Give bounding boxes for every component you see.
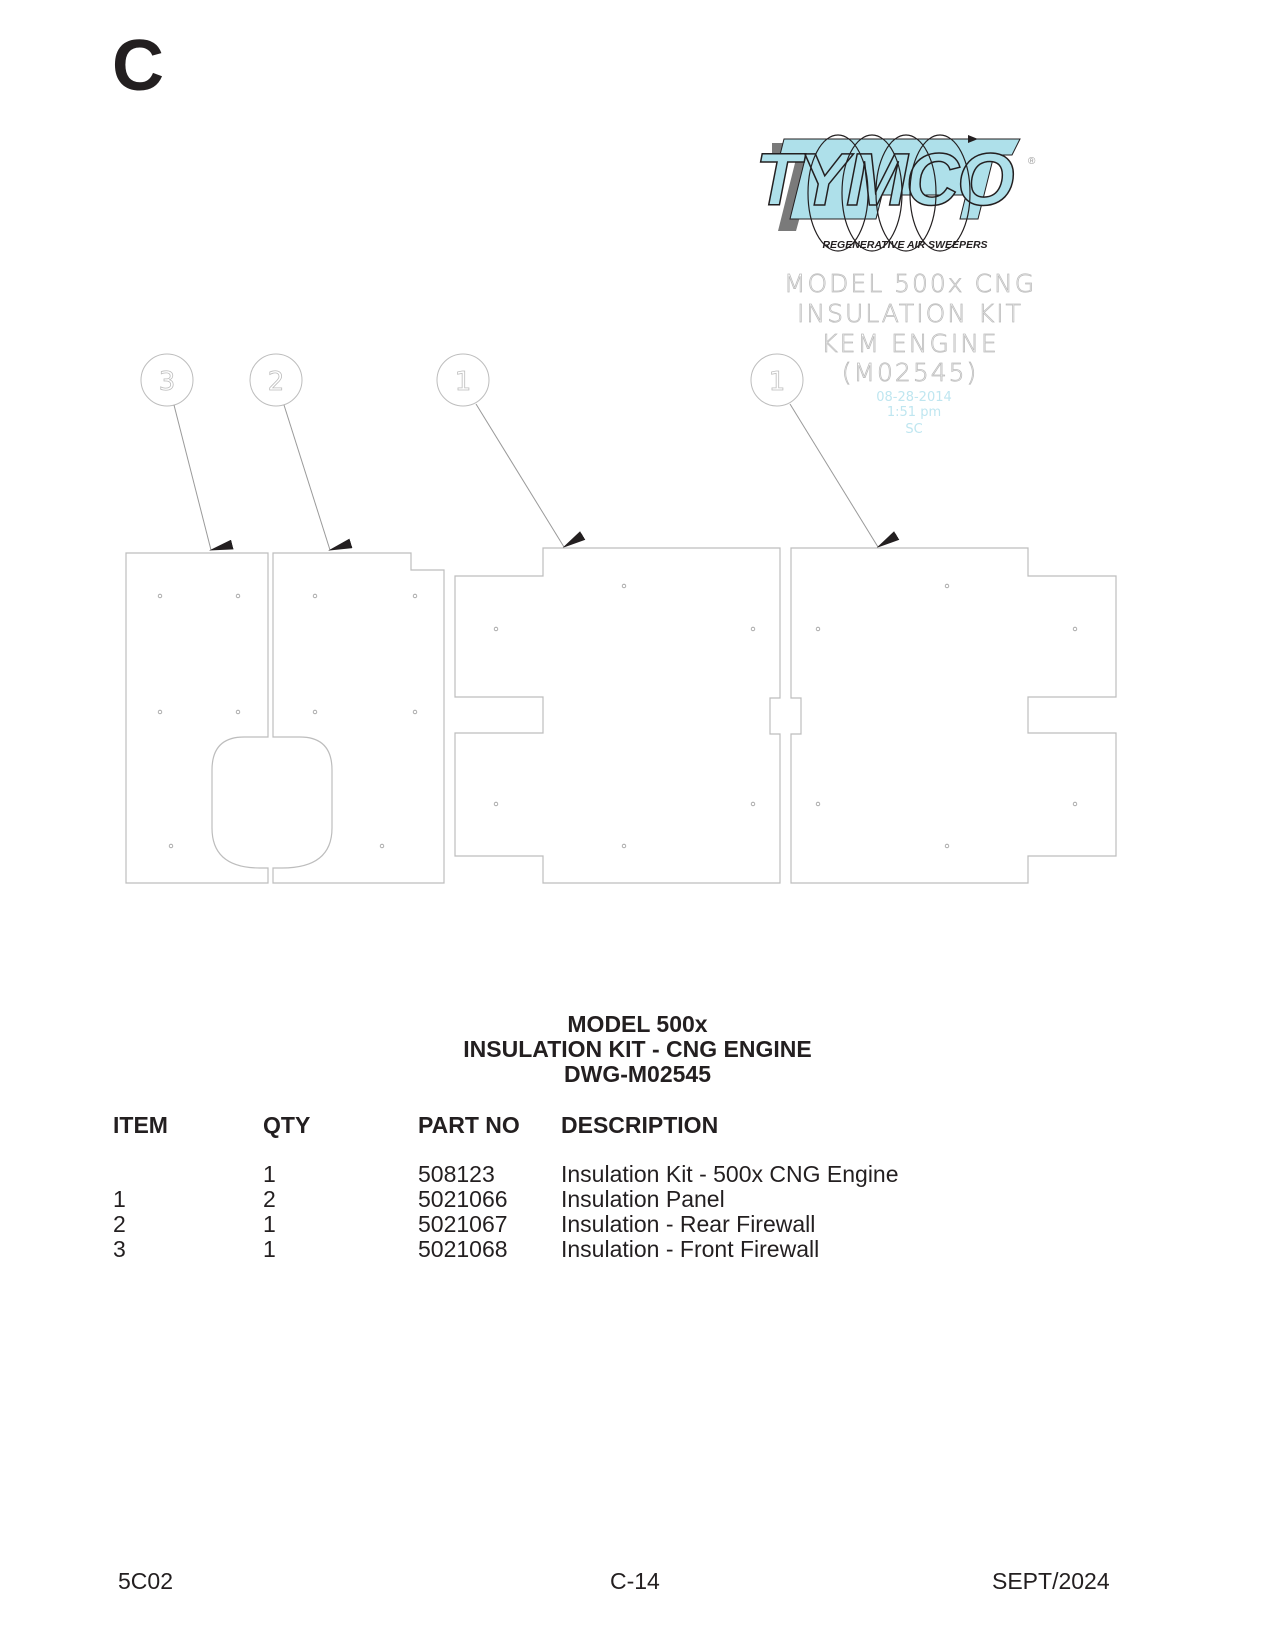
callout-1-right: 1 <box>750 353 900 549</box>
footer-page-number: C-14 <box>610 1568 660 1594</box>
mounting-holes <box>157 583 1078 849</box>
cell-item: 3 <box>113 1236 126 1262</box>
header-description: DESCRIPTION <box>561 1112 719 1138</box>
svg-text:3: 3 <box>159 367 176 397</box>
callout-2: 2 <box>249 353 353 551</box>
svg-text:TYMCO: TYMCO <box>755 138 1014 221</box>
title-drawing-number: DWG-M02545 <box>564 1061 711 1087</box>
svg-text:1:51 pm: 1:51 pm <box>887 405 941 420</box>
svg-text:REGENERATIVE AIR SWEEPERS: REGENERATIVE AIR SWEEPERS <box>822 239 987 251</box>
svg-text:®: ® <box>1028 156 1036 167</box>
title-model: MODEL 500x <box>567 1011 708 1037</box>
cell-qty: 1 <box>263 1236 276 1262</box>
cell-item: 1 <box>113 1186 126 1212</box>
cell-description: Insulation Kit - 500x CNG Engine <box>561 1161 899 1187</box>
header-qty: QTY <box>263 1112 311 1138</box>
cell-part-no: 5021068 <box>418 1236 508 1262</box>
cell-qty: 2 <box>263 1186 276 1212</box>
front-firewall-outline <box>125 552 269 884</box>
svg-text:1: 1 <box>769 367 786 397</box>
svg-text:1: 1 <box>455 367 472 397</box>
table-row: 3 1 5021068 Insulation - Front Firewall <box>113 1237 1013 1262</box>
title-block: MODEL 500x INSULATION KIT - CNG ENGINE D… <box>0 1012 1275 1087</box>
cell-part-no: 508123 <box>418 1161 495 1187</box>
cell-item: 2 <box>113 1211 126 1237</box>
drawing-timestamp: 08-28-2014 1:51 pm SC <box>876 390 952 437</box>
cell-description: Insulation Panel <box>561 1186 725 1212</box>
technical-drawing: TYMCO ® REGENERATIVE AIR SWEEPERS MODEL … <box>125 134 1117 884</box>
table-row: 1 508123 Insulation Kit - 500x CNG Engin… <box>113 1162 1013 1187</box>
svg-text:08-28-2014: 08-28-2014 <box>876 390 952 405</box>
insulation-panel-left-outline <box>454 547 781 884</box>
section-letter: C <box>112 26 164 106</box>
title-kit: INSULATION KIT - CNG ENGINE <box>463 1036 812 1062</box>
cell-part-no: 5021067 <box>418 1211 508 1237</box>
insulation-panel-right-outline <box>790 547 1117 884</box>
cell-description: Insulation - Rear Firewall <box>561 1211 816 1237</box>
cell-description: Insulation - Front Firewall <box>561 1236 820 1262</box>
svg-text:KEM ENGINE: KEM ENGINE <box>821 329 998 358</box>
drawing-stamp: MODEL 500x CNG INSULATION KIT KEM ENGINE… <box>784 269 1036 388</box>
callout-3: 3 <box>140 353 234 551</box>
table-row: 2 1 5021067 Insulation - Rear Firewall <box>113 1212 1013 1237</box>
svg-text:MODEL 500x CNG: MODEL 500x CNG <box>784 269 1036 298</box>
table-row: 1 2 5021066 Insulation Panel <box>113 1187 1013 1212</box>
tymco-logo: TYMCO ® REGENERATIVE AIR SWEEPERS <box>755 134 1036 252</box>
rear-firewall-outline <box>272 552 445 884</box>
svg-text:INSULATION KIT: INSULATION KIT <box>797 299 1023 328</box>
header-part-no: PART NO <box>418 1112 520 1138</box>
svg-text:2: 2 <box>268 367 285 397</box>
callout-1-left: 1 <box>436 353 586 549</box>
svg-text:SC: SC <box>905 422 922 437</box>
svg-text:(M02545): (M02545) <box>842 358 979 387</box>
footer-date: SEPT/2024 <box>992 1568 1110 1594</box>
cell-qty: 1 <box>263 1161 276 1187</box>
header-item: ITEM <box>113 1112 168 1138</box>
cell-qty: 1 <box>263 1211 276 1237</box>
footer-section-code: 5C02 <box>118 1568 173 1594</box>
cell-part-no: 5021066 <box>418 1186 508 1212</box>
